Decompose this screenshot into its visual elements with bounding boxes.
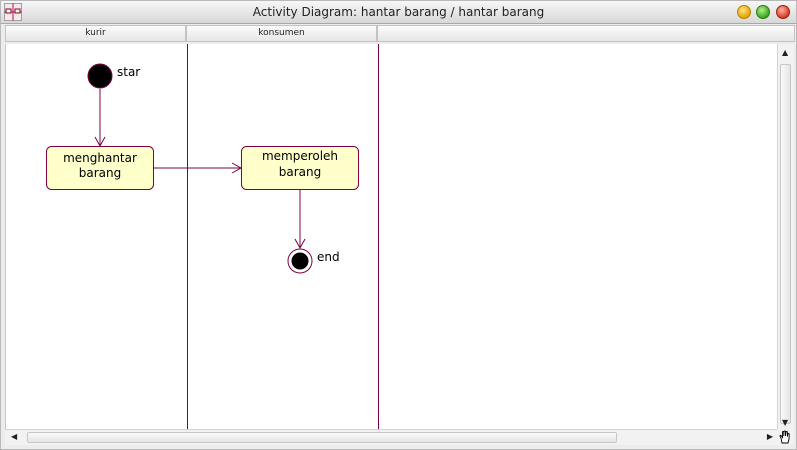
- end-label: end: [317, 250, 340, 264]
- start-label: star: [117, 65, 140, 79]
- activity-menghantar-barang[interactable]: menghantar barang: [46, 146, 154, 190]
- activity-diagram-icon: [4, 3, 22, 21]
- arrow-up-icon[interactable]: ▲: [782, 48, 789, 57]
- arrow-right-icon[interactable]: ▶: [766, 432, 773, 441]
- activity-menghantar-line2: barang: [79, 166, 121, 180]
- arrow-down-icon[interactable]: ▼: [782, 418, 789, 427]
- zoom-button[interactable]: [756, 5, 770, 19]
- horizontal-scroll-thumb[interactable]: [27, 432, 617, 443]
- hand-tool-button[interactable]: [777, 429, 794, 445]
- swimlane-header-row: kurir konsumen: [5, 25, 795, 43]
- activity-menghantar-line1: menghantar: [63, 151, 137, 165]
- title-bar[interactable]: Activity Diagram: hantar barang / hantar…: [1, 1, 796, 24]
- lane-header-konsumen[interactable]: konsumen: [186, 25, 377, 42]
- window-title: Activity Diagram: hantar barang / hantar…: [252, 5, 545, 19]
- start-node[interactable]: [87, 63, 113, 89]
- lane-header-empty: [377, 25, 795, 42]
- horizontal-scrollbar[interactable]: ◀ ▶: [5, 429, 777, 445]
- activity-memperoleh-line1: memperoleh: [262, 149, 338, 163]
- diagram-canvas[interactable]: star menghantar barang memperoleh barang: [5, 44, 778, 429]
- activity-memperoleh-barang[interactable]: memperoleh barang: [241, 146, 359, 190]
- vertical-scrollbar[interactable]: ▲ ▼: [777, 44, 794, 429]
- end-node[interactable]: [287, 248, 313, 274]
- arrow-left-icon[interactable]: ◀: [11, 432, 18, 441]
- vertical-scroll-thumb[interactable]: [780, 64, 791, 424]
- minimize-button[interactable]: [737, 5, 751, 19]
- hand-tool-icon: [779, 430, 790, 444]
- activity-memperoleh-line2: barang: [279, 165, 321, 179]
- close-button[interactable]: [776, 5, 790, 19]
- lane-header-kurir[interactable]: kurir: [5, 25, 186, 42]
